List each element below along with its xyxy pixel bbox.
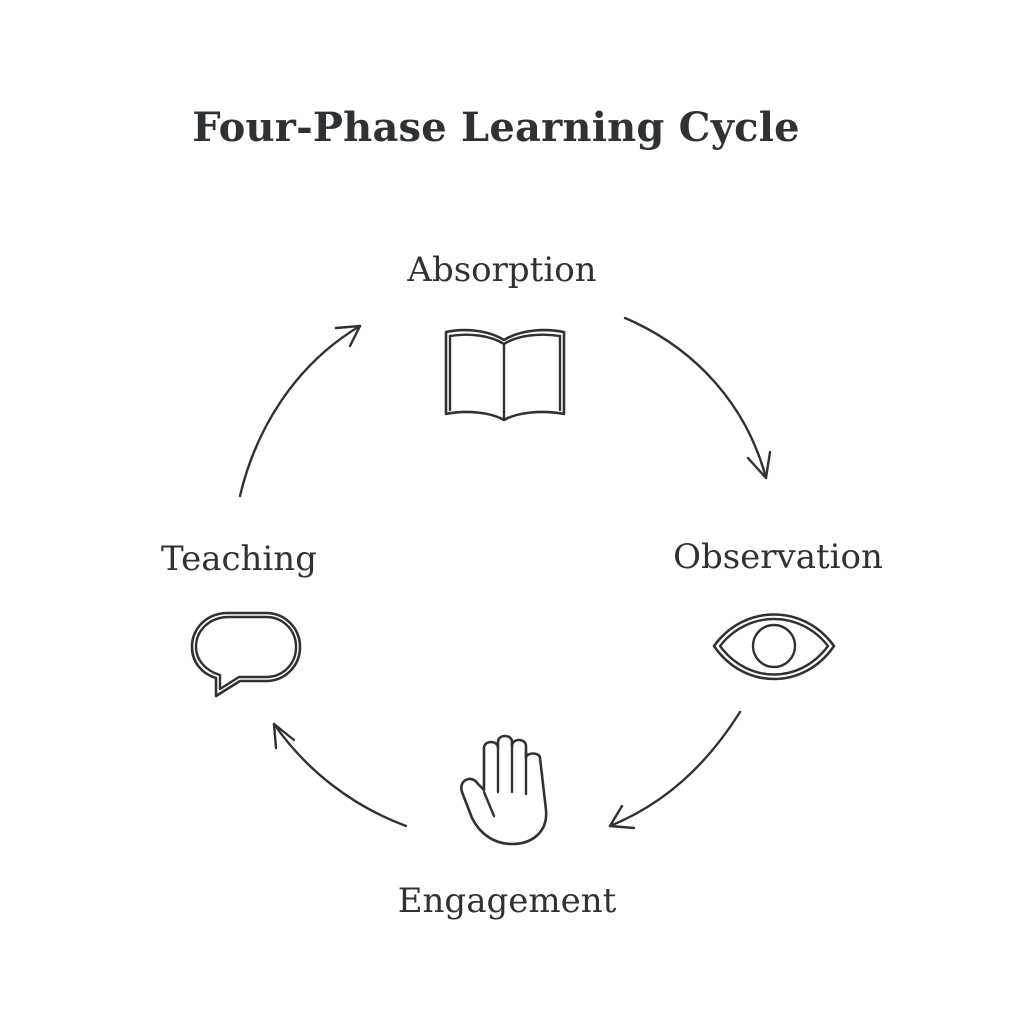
phase-label-absorption: Absorption bbox=[407, 250, 597, 290]
raised-hand-icon bbox=[460, 734, 548, 846]
arrow-absorption-to-observation bbox=[623, 316, 772, 480]
phase-label-teaching: Teaching bbox=[161, 539, 317, 579]
arrow-teaching-to-absorption bbox=[238, 324, 362, 498]
speech-bubble-icon bbox=[190, 611, 302, 698]
diagram-title: Four-Phase Learning Cycle bbox=[192, 104, 800, 151]
book-icon bbox=[444, 328, 566, 422]
phase-label-engagement: Engagement bbox=[397, 881, 617, 921]
phase-label-observation: Observation bbox=[673, 537, 883, 577]
arrow-observation-to-engagement bbox=[608, 710, 742, 830]
arrow-engagement-to-teaching bbox=[272, 722, 408, 828]
eye-icon bbox=[712, 613, 836, 681]
